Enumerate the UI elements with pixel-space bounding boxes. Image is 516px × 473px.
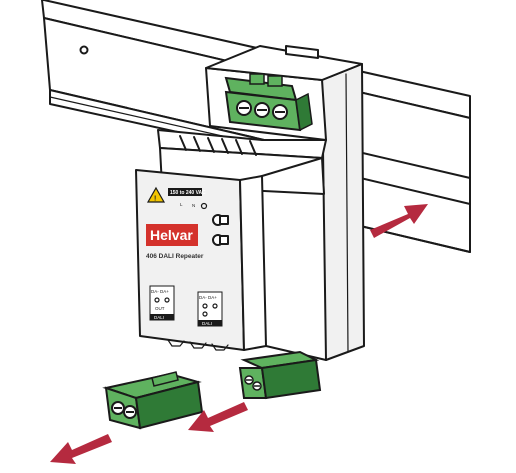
- brand-name: Helvar: [150, 227, 193, 243]
- bottom-right-connector: [238, 350, 322, 400]
- earth-symbol-icon: [200, 202, 208, 210]
- left-dali-port: DA- DA+ OUT DALI: [149, 285, 175, 321]
- detached-connector: [102, 371, 204, 430]
- warning-triangle-icon: [146, 186, 166, 203]
- voltage-label: 150 to 240 VAC: [170, 190, 206, 196]
- status-led-icon: [212, 234, 229, 246]
- arrow-down-left-icon: [188, 402, 248, 432]
- module-shoulder: [157, 129, 327, 159]
- svg-text:!: !: [154, 196, 156, 203]
- voltage-bar: [168, 188, 202, 196]
- module-right-side: [321, 63, 365, 361]
- product-name: 406 DALI Repeater: [146, 253, 204, 260]
- arrow-down-left-icon: [50, 434, 112, 464]
- module-bottom-teeth: [167, 339, 229, 351]
- top-latch: [285, 45, 319, 59]
- left-port-tag: DALI: [154, 315, 164, 320]
- front-labels: ! 150 to 240 VAC L N Helvar 406 DALI Rep…: [146, 186, 229, 327]
- terminal-l-label: L: [180, 202, 183, 207]
- right-dali-port: DA- DA+ DALI: [197, 291, 223, 327]
- arrow-right-icon: [370, 204, 428, 238]
- left-port-terminals: DA- DA+: [151, 289, 169, 294]
- br-connector-side: [260, 358, 322, 400]
- module-upper-top: [205, 45, 363, 81]
- detached-connector-side: [134, 380, 204, 430]
- rail-mounting-hole: [79, 45, 89, 55]
- brand-logo: [146, 224, 198, 246]
- status-led-icon: [212, 214, 229, 226]
- direction-arrows: [50, 204, 428, 464]
- module-front-side: [239, 175, 267, 351]
- right-port-tag: DALI: [202, 321, 212, 326]
- vent-slots: [179, 135, 257, 156]
- terminal-n-label: N: [192, 203, 195, 208]
- right-port-terminals: DA- DA+: [199, 295, 217, 300]
- left-port-direction: OUT: [155, 306, 165, 311]
- top-terminal-connector: [224, 73, 313, 132]
